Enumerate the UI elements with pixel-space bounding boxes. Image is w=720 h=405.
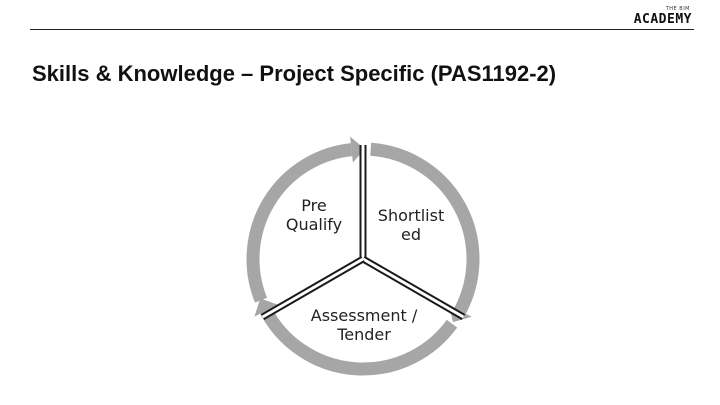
arc-arrow-prequal-to-shortlist — [246, 143, 353, 303]
segment-label-pre-qualify: Pre Qualify — [285, 196, 343, 234]
segment-label-shortlisted: Shortlist ed — [377, 206, 445, 244]
arc-arrow-prequal-to-shortlist-head — [350, 136, 365, 163]
cycle-arrows — [246, 136, 480, 376]
arc-arrow-shortlist-to-tender — [370, 142, 480, 314]
divider-line-lower-right-inner — [362, 257, 465, 319]
arc-arrow-tender-to-prequal-head — [254, 298, 278, 317]
slide-title: Skills & Knowledge – Project Specific (P… — [32, 61, 557, 86]
logo-wordmark: ACADEMY — [633, 12, 692, 27]
brand-logo: THE BIM ACADEMY — [612, 4, 692, 28]
divider-line-lower-left-inner — [261, 257, 364, 319]
logo-tagline: THE BIM — [665, 6, 690, 12]
segment-label-assessment-tender: Assessment / Tender — [310, 306, 418, 344]
header-divider — [30, 29, 694, 30]
cycle-dividers — [260, 145, 466, 321]
arc-arrow-tender-to-prequal — [260, 307, 458, 376]
